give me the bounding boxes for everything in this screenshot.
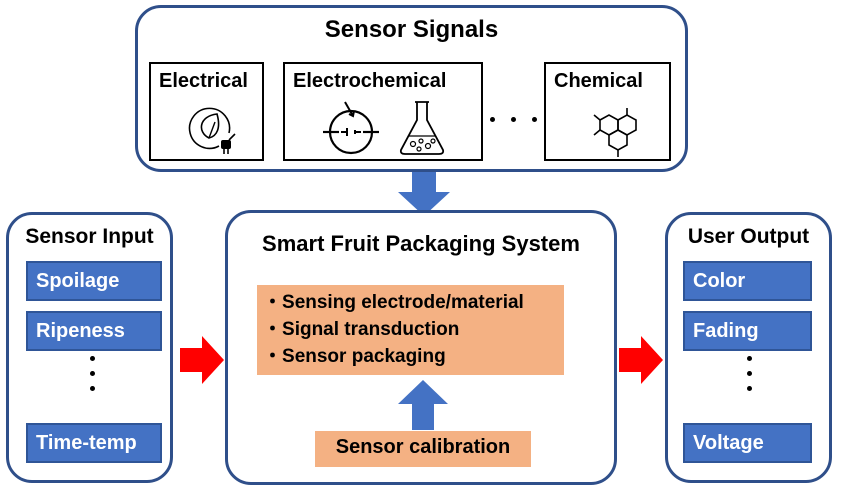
electrochemical-signal-label: Electrochemical bbox=[293, 70, 447, 92]
signals-to-system-arrow bbox=[398, 172, 450, 216]
sensor-input-item-ripeness: Ripeness bbox=[26, 311, 162, 351]
eco-plug-icon bbox=[188, 107, 236, 154]
user-output-item-fading: Fading bbox=[683, 311, 812, 351]
user-output-item-voltage: Voltage bbox=[683, 423, 812, 463]
sensor-calibration-label: Sensor calibration bbox=[335, 436, 511, 458]
sensor-input-item-time-temp: Time-temp bbox=[26, 423, 162, 463]
calibration-up-arrow bbox=[398, 380, 448, 430]
user-output-title: User Output bbox=[687, 225, 810, 248]
feature-sensor-packaging: ・Sensor packaging bbox=[263, 346, 446, 367]
features-box: ・Sensing electrode/material ・Signal tran… bbox=[257, 285, 564, 375]
feature-sensing-electrode: ・Sensing electrode/material bbox=[263, 292, 524, 313]
chemical-signal-label: Chemical bbox=[554, 70, 643, 92]
flask-icon bbox=[399, 101, 445, 155]
input-to-system-arrow bbox=[180, 336, 224, 384]
user-output-ellipsis bbox=[744, 356, 754, 401]
feature-signal-transduction: ・Signal transduction bbox=[263, 319, 460, 340]
molecule-icon bbox=[593, 108, 637, 157]
sensor-input-ellipsis bbox=[87, 356, 97, 401]
user-output-item-color: Color bbox=[683, 261, 812, 301]
packaging-system-title: Smart Fruit Packaging System bbox=[262, 231, 580, 256]
sensor-input-title: Sensor Input bbox=[25, 225, 154, 248]
electrode-icon bbox=[323, 101, 379, 155]
signal-ellipsis bbox=[490, 117, 537, 122]
chemical-signal-box: Chemical bbox=[544, 62, 671, 161]
electrical-signal-box: Electrical bbox=[149, 62, 264, 161]
sensor-signals-title: Sensor Signals bbox=[324, 16, 499, 43]
electrical-signal-label: Electrical bbox=[159, 70, 248, 92]
electrochemical-signal-box: Electrochemical bbox=[283, 62, 483, 161]
sensor-calibration-box: Sensor calibration bbox=[315, 431, 531, 467]
system-to-output-arrow bbox=[619, 336, 663, 384]
sensor-input-item-spoilage: Spoilage bbox=[26, 261, 162, 301]
